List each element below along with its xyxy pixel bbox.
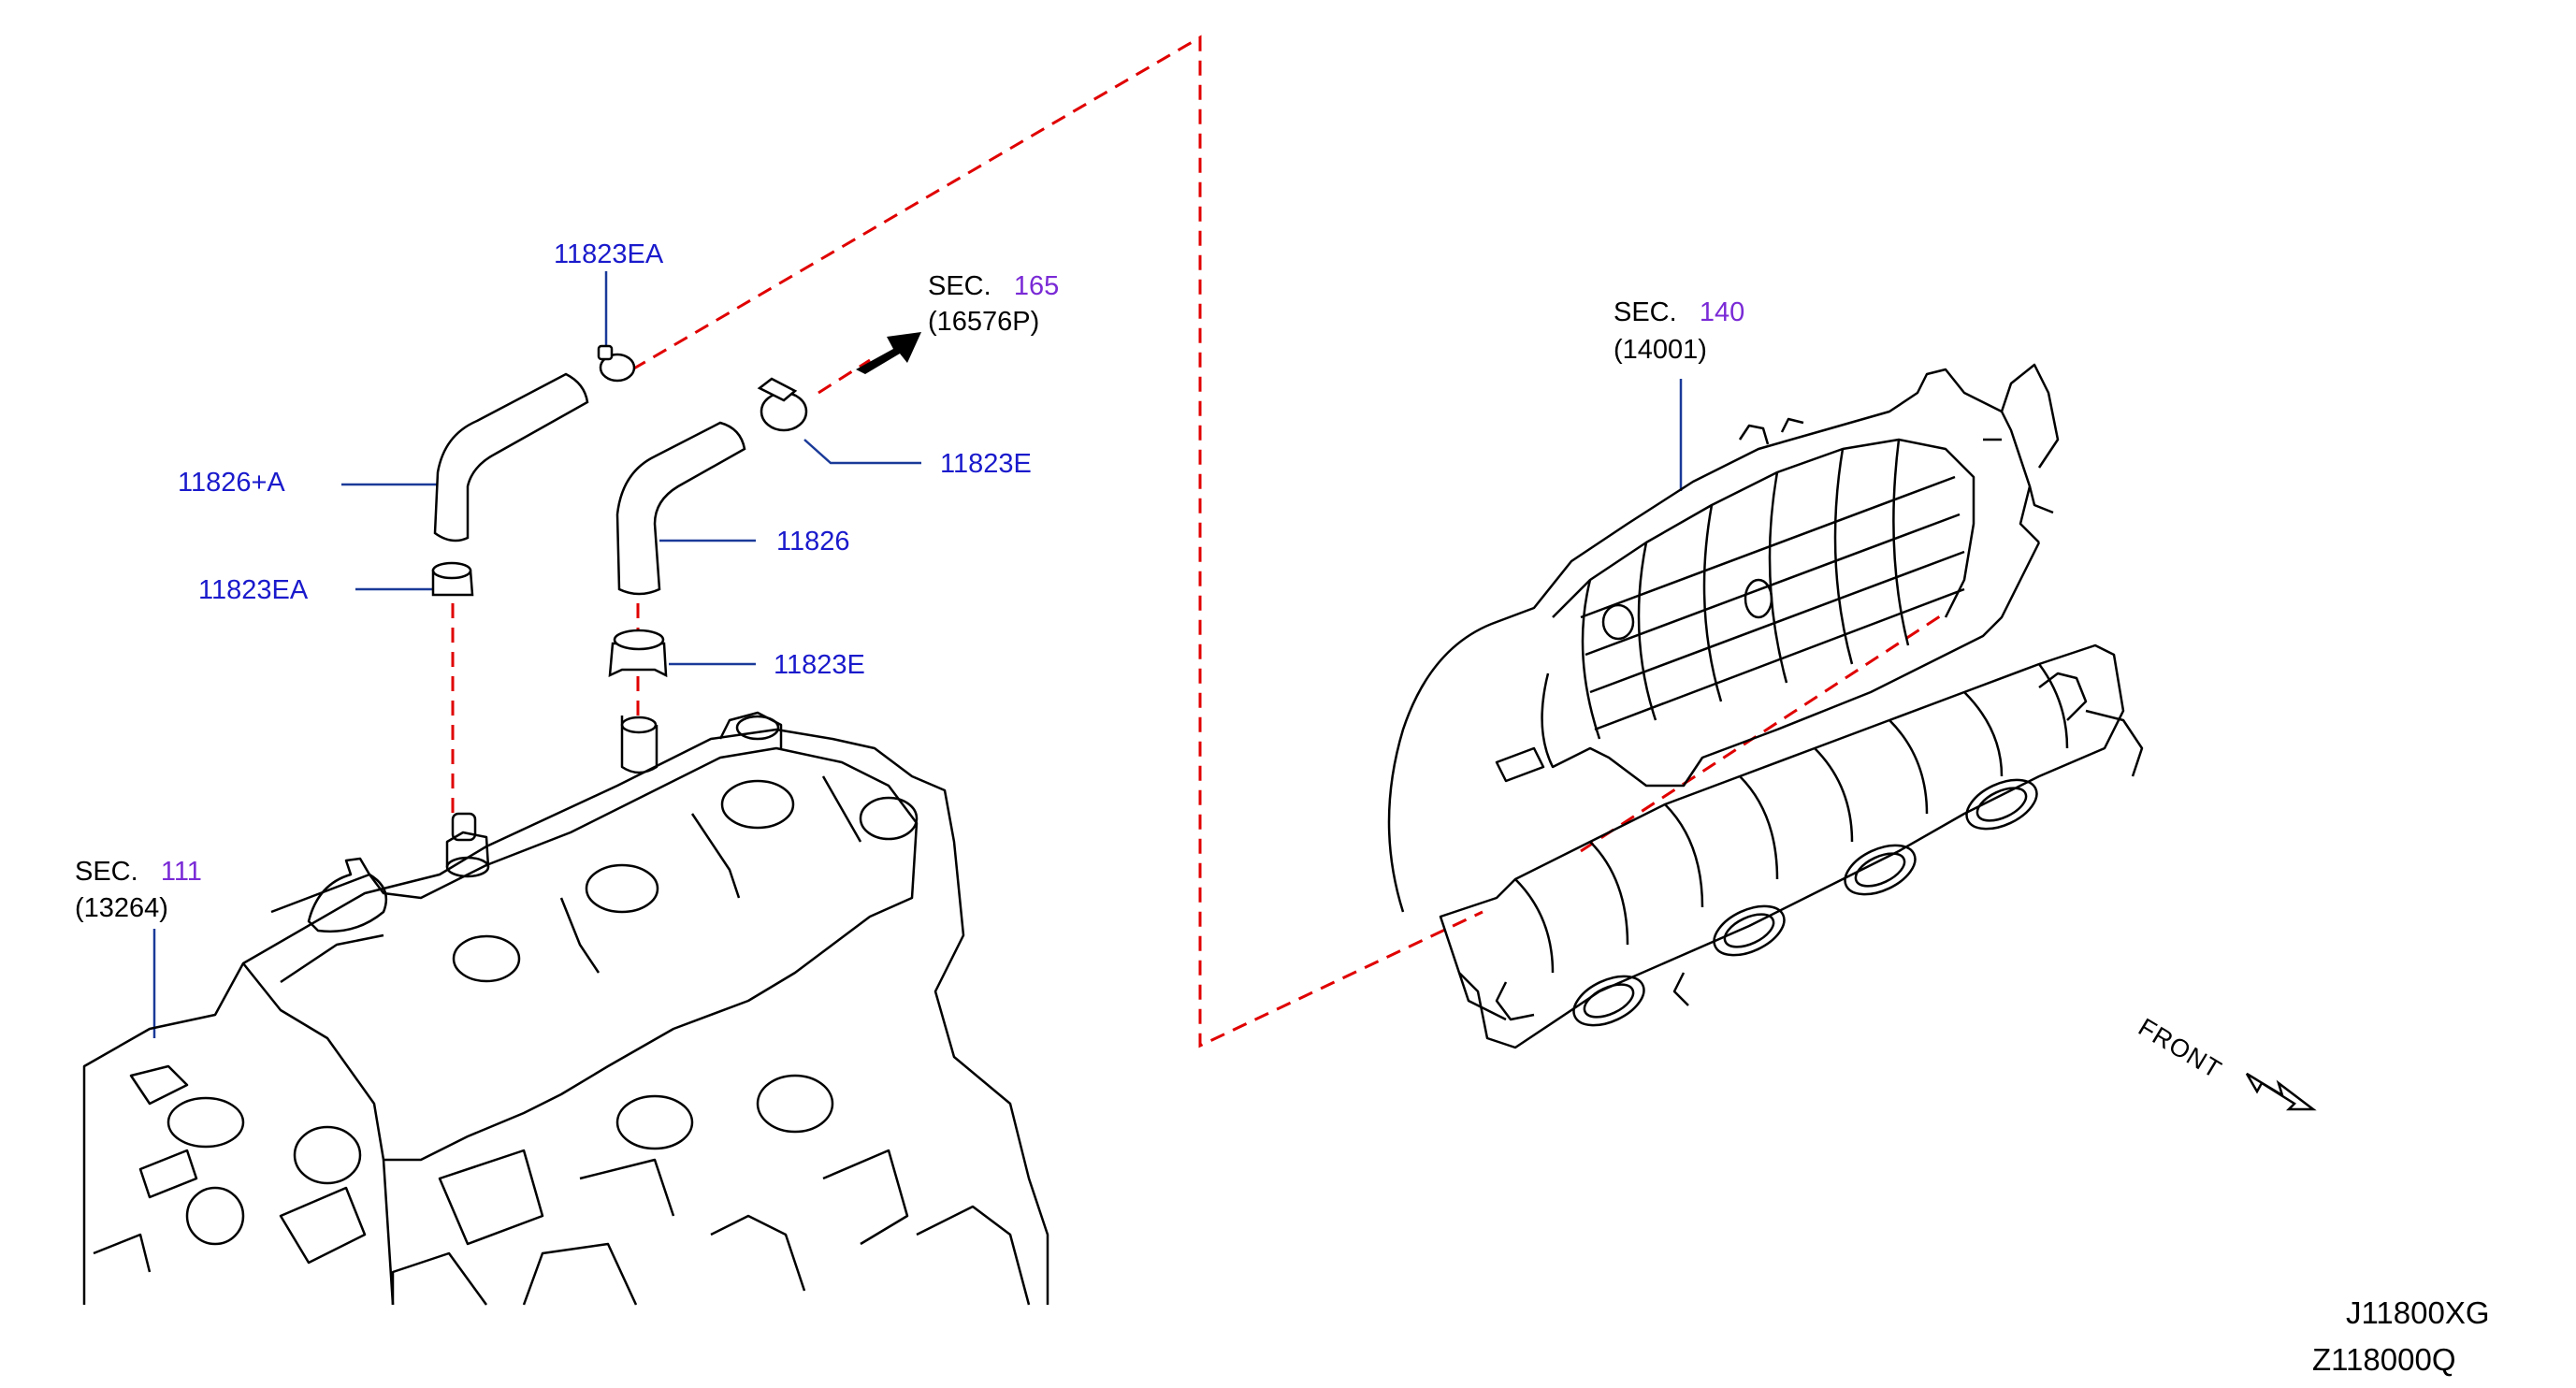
part-label-11826A[interactable]: 11826+A bbox=[178, 468, 285, 498]
guide-line-main bbox=[631, 35, 1483, 1048]
hose-11826A bbox=[433, 372, 589, 542]
front-arrow bbox=[2245, 1072, 2317, 1111]
sec-prefix: SEC. bbox=[928, 271, 991, 301]
part-label-11823E-top[interactable]: 11823E bbox=[940, 449, 1032, 479]
leader-lines bbox=[152, 271, 1683, 1038]
clamp-11823E-top bbox=[757, 377, 808, 432]
section-code-14001: (14001) bbox=[1614, 335, 1707, 365]
intake-manifold-illustration bbox=[1387, 363, 2144, 1049]
leader-11823E-top bbox=[803, 439, 921, 465]
section-ref-140: SEC. 140 bbox=[1614, 297, 1744, 327]
part-label-11823EA-bottom[interactable]: 11823EA bbox=[198, 575, 309, 605]
part-label-11823EA-top[interactable]: 11823EA bbox=[554, 239, 664, 269]
sec-prefix: SEC. bbox=[75, 857, 138, 887]
section-number-link[interactable]: 140 bbox=[1699, 297, 1745, 327]
clamp-11823E-bottom bbox=[608, 629, 668, 678]
section-code-16576P: (16576P) bbox=[928, 307, 1040, 337]
part-label-11823E-bottom[interactable]: 11823E bbox=[774, 650, 865, 680]
guide-line-vent bbox=[818, 358, 871, 395]
hose-11826 bbox=[615, 421, 746, 596]
clamp-11823EA-bottom bbox=[431, 561, 474, 597]
guide-line-manifold bbox=[1580, 611, 1946, 853]
section-ref-165: SEC. 165 bbox=[928, 271, 1059, 301]
vent-arrow bbox=[856, 332, 921, 374]
cylinder-head-illustration bbox=[82, 711, 1049, 1306]
section-code-13264: (13264) bbox=[75, 893, 168, 923]
clamp-11823EA-top bbox=[597, 344, 636, 383]
section-number-link[interactable]: 165 bbox=[1013, 271, 1060, 301]
section-ref-111: SEC. 111 bbox=[75, 857, 202, 887]
sec-prefix: SEC. bbox=[1614, 297, 1677, 327]
diagram-code-j11800xg: J11800XG bbox=[2346, 1295, 2490, 1330]
section-number-link[interactable]: 111 bbox=[160, 857, 202, 887]
diagram-code-z118000q: Z118000Q bbox=[2312, 1342, 2456, 1377]
part-label-11826[interactable]: 11826 bbox=[776, 527, 850, 557]
